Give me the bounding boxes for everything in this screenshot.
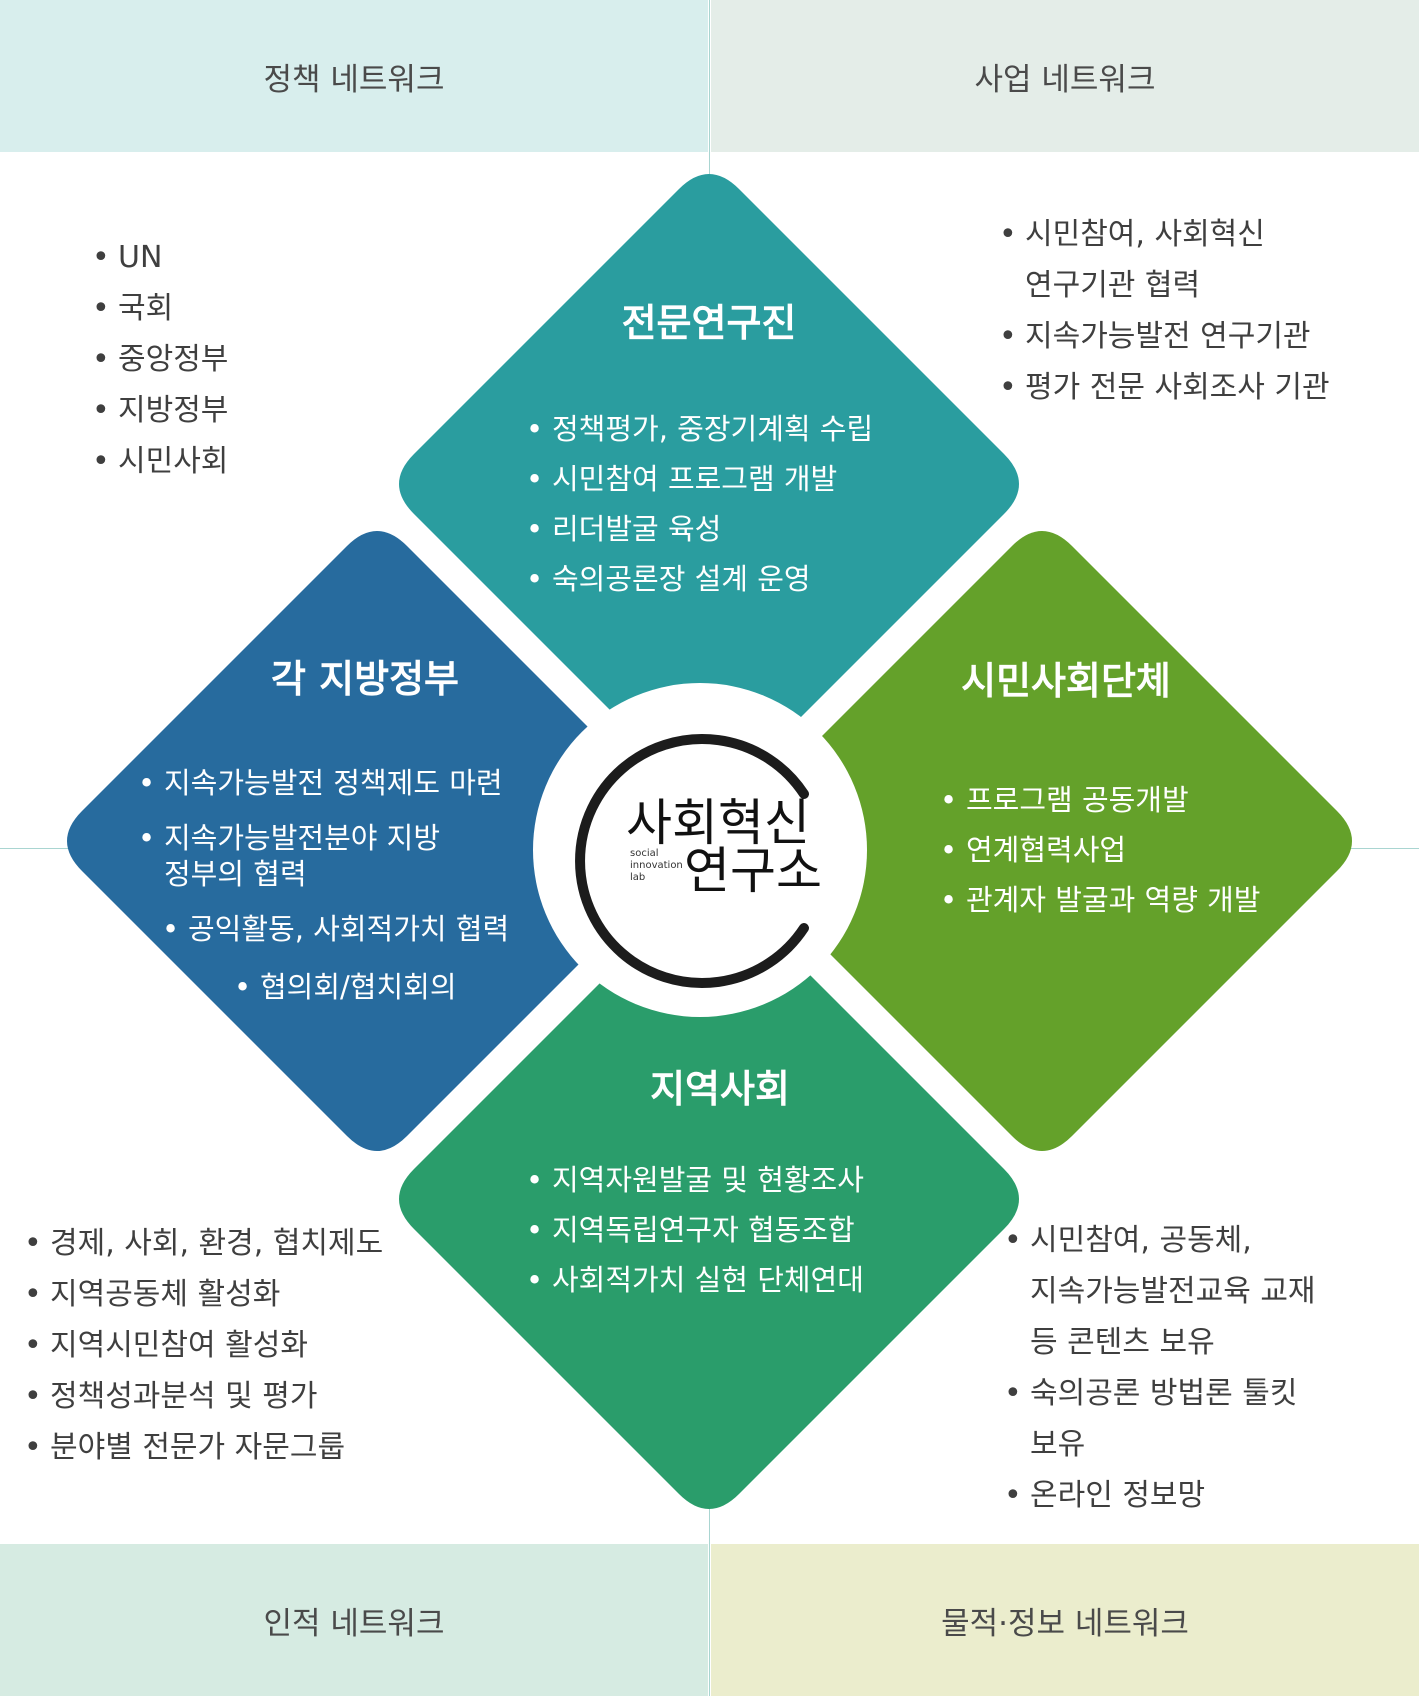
logo-title-line2: 연구소 [684,842,822,900]
list-item: 지속가능발전 정책제도 마련 [138,758,509,808]
logo-sub-line1: social [630,848,659,859]
list-item: 시민참여, 공동체, [1004,1215,1316,1266]
diamond-right-list: 프로그램 공동개발 연계협력사업 관계자 발굴과 역량 개발 [940,775,1260,925]
list-item-continuation: 정부의 협력 [164,857,307,891]
list-item-continuation: 보유 [1030,1427,1086,1462]
logo-sub-line3: lab [630,872,645,883]
policy-network-label: 정책 네트워크 [0,0,708,152]
list-item: 숙의공론 방법론 툴킷 [1004,1368,1316,1419]
list-item: 시민사회 [92,436,228,487]
logo-ring [575,734,809,988]
logo-title-line1: 사회혁신 [626,794,810,852]
list-item: 프로그램 공동개발 [940,775,1260,825]
business-network-text: 사업 네트워크 [974,61,1156,98]
human-network-label: 인적 네트워크 [0,1544,708,1696]
list-item: 지역자원발굴 및 현황조사 [526,1155,864,1205]
list-item: UN [92,232,228,283]
diamond-left-title: 각 지방정부 [270,657,460,701]
material-info-network-label: 물적·정보 네트워크 [711,1544,1419,1696]
list-item: 정책성과분석 및 평가 [24,1371,383,1422]
list-item: 온라인 정보망 [1004,1470,1316,1521]
list-item: 협의회/협치회의 [234,962,509,1012]
logo-sub-line2: innovation [630,860,683,871]
list-item: 사회적가치 실현 단체연대 [526,1255,864,1305]
list-item: 리더발굴 육성 [526,504,873,554]
top-right-outer-list: 시민참여, 사회혁신 연구기관 협력 지속가능발전 연구기관 평가 전문 사회조… [999,209,1330,413]
list-item: 관계자 발굴과 역량 개발 [940,875,1260,925]
bottom-left-outer-list: 경제, 사회, 환경, 협치제도 지역공동체 활성화 지역시민참여 활성화 정책… [24,1218,383,1473]
list-item: 시민참여, 사회혁신 [999,209,1330,260]
list-item: 경제, 사회, 환경, 협치제도 [24,1218,383,1269]
list-item: 지역독립연구자 협동조합 [526,1205,864,1255]
social-innovation-lab-logo: 사회혁신 연구소 social innovation lab [575,734,822,988]
list-item: 지속가능발전 연구기관 [999,311,1330,362]
list-item: 지방정부 [92,385,228,436]
top-left-outer-list: UN 국회 중앙정부 지방정부 시민사회 [92,232,228,487]
diamond-right-title: 시민사회단체 [961,659,1171,703]
list-item: 국회 [92,283,228,334]
list-item: 정책평가, 중장기계획 수립 [526,404,873,454]
list-item: 공익활동, 사회적가치 협력 [162,904,509,954]
list-item: 연계협력사업 [940,825,1260,875]
diamond-top-title: 전문연구진 [621,301,797,345]
list-item: 숙의공론장 설계 운영 [526,554,873,604]
diamond-bottom-title: 지역사회 [650,1067,790,1111]
list-item-continuation: 연구기관 협력 [1025,268,1201,303]
list-item: 지역시민참여 활성화 [24,1320,383,1371]
diamond-left-list: 지속가능발전 정책제도 마련 지속가능발전분야 지방 정부의 협력 공익활동, … [138,758,509,1012]
material-info-network-text: 물적·정보 네트워크 [941,1605,1189,1642]
list-item: 지속가능발전분야 지방 [138,820,509,856]
list-item-continuation: 등 콘텐츠 보유 [1030,1325,1215,1360]
business-network-label: 사업 네트워크 [711,0,1419,152]
list-item: 시민참여 프로그램 개발 [526,454,873,504]
bottom-right-outer-list: 시민참여, 공동체, 지속가능발전교육 교재 등 콘텐츠 보유 숙의공론 방법론… [1004,1215,1316,1521]
list-item: 평가 전문 사회조사 기관 [999,362,1330,413]
list-item: 분야별 전문가 자문그룹 [24,1422,383,1473]
diamond-bottom-list: 지역자원발굴 및 현황조사 지역독립연구자 협동조합 사회적가치 실현 단체연대 [526,1155,864,1305]
list-item: 중앙정부 [92,334,228,385]
human-network-text: 인적 네트워크 [263,1605,445,1642]
diamond-top-list: 정책평가, 중장기계획 수립 시민참여 프로그램 개발 리더발굴 육성 숙의공론… [526,404,873,604]
list-item: 지역공동체 활성화 [24,1269,383,1320]
list-item-continuation: 지속가능발전교육 교재 [1030,1274,1316,1309]
policy-network-text: 정책 네트워크 [263,61,445,98]
